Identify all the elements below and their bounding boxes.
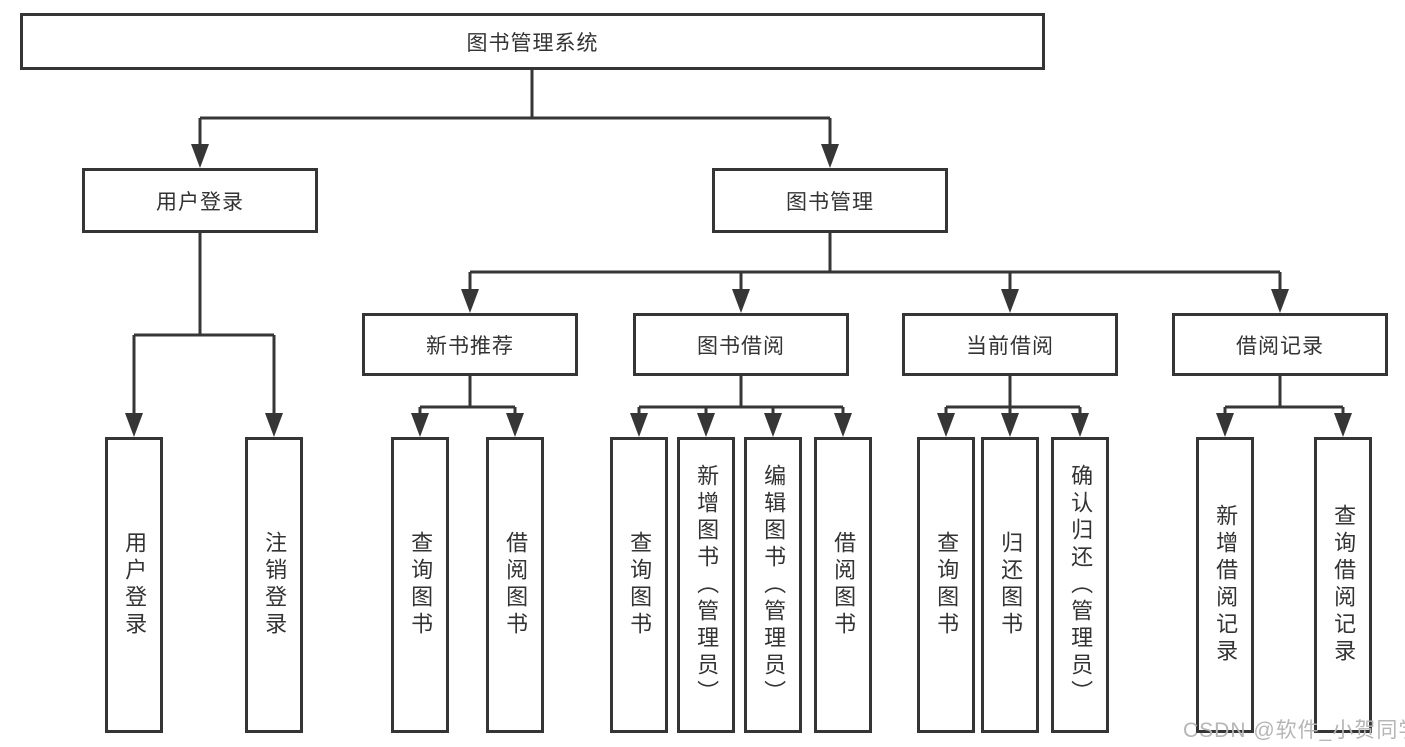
node-label: 借阅图书 [831, 531, 857, 639]
node-label: 用户登录 [156, 190, 244, 214]
node-label: 借阅记录 [1236, 334, 1324, 358]
node-label: 编辑图书（管理员） [761, 463, 787, 707]
node-label: 新书推荐 [426, 334, 514, 358]
leaf-records-query-record: 查询借阅记录 [1314, 437, 1372, 733]
leaf-logout: 注销登录 [245, 437, 303, 733]
leaf-borrow-edit-books-admin: 编辑图书（管理员） [744, 437, 802, 733]
node-label: 新增借阅记录 [1213, 504, 1239, 666]
node-book-borrow: 图书借阅 [633, 313, 849, 376]
node-label: 图书借阅 [697, 334, 785, 358]
node-system-root: 图书管理系统 [20, 13, 1045, 70]
node-current-borrow: 当前借阅 [902, 313, 1118, 376]
node-label: 借阅图书 [503, 531, 529, 639]
leaf-records-add-record: 新增借阅记录 [1196, 437, 1254, 733]
node-label: 查询图书 [934, 531, 960, 639]
node-label: 当前借阅 [966, 334, 1054, 358]
leaf-recommend-query-books: 查询图书 [391, 437, 449, 733]
leaf-borrow-add-books-admin: 新增图书（管理员） [677, 437, 735, 733]
leaf-borrow-query-books: 查询图书 [610, 437, 668, 733]
node-user-login: 用户登录 [82, 168, 318, 233]
node-label: 查询图书 [408, 531, 434, 639]
leaf-recommend-borrow-books: 借阅图书 [486, 437, 544, 733]
node-label: 新增图书（管理员） [694, 463, 720, 707]
leaf-current-query-books: 查询图书 [917, 437, 975, 733]
node-label: 图书管理系统 [466, 31, 599, 55]
node-label: 注销登录 [262, 531, 288, 639]
node-label: 查询图书 [627, 531, 653, 639]
node-book-management: 图书管理 [712, 168, 948, 233]
node-label: 图书管理 [786, 190, 874, 214]
node-label: 查询借阅记录 [1331, 504, 1357, 666]
leaf-user-login: 用户登录 [105, 437, 163, 733]
node-label: 归还图书 [998, 531, 1024, 639]
leaf-borrow-borrow-books: 借阅图书 [814, 437, 872, 733]
leaf-current-return-books: 归还图书 [981, 437, 1039, 733]
csdn-watermark: CSDN @软件_小贺同学 [1183, 719, 1405, 742]
node-label: 用户登录 [122, 531, 148, 639]
leaf-current-confirm-return-admin: 确认归还（管理员） [1051, 437, 1109, 733]
node-borrow-records: 借阅记录 [1172, 313, 1388, 376]
node-new-book-recommend: 新书推荐 [362, 313, 578, 376]
node-label: 确认归还（管理员） [1068, 463, 1094, 707]
